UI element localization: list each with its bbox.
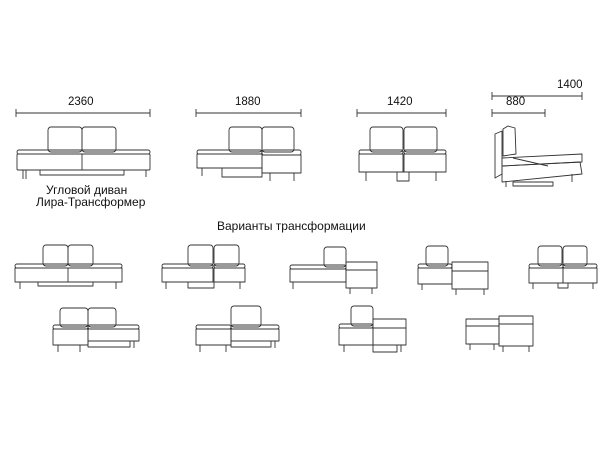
- sofa-top-1880: [196, 126, 302, 181]
- product-name-line1: Угловой диван: [46, 183, 128, 197]
- sofa-side-view: [494, 125, 583, 187]
- dimension-label-overall: 2360: [68, 96, 94, 108]
- dimension-label-side-depth: 1400: [557, 79, 583, 91]
- sofa-variant-r3-4: [465, 315, 534, 352]
- sofa-variant-r3-1: [52, 307, 140, 352]
- product-name-line2: Лира-Трансформер: [36, 195, 146, 209]
- sofa-variant-r2-3: [289, 246, 378, 294]
- sofa-top-2360: [16, 126, 151, 179]
- dimension-label-variant3: 1420: [387, 96, 413, 108]
- sofa-variant-r2-2: [161, 244, 246, 289]
- section-title: Варианты трансформации: [217, 219, 366, 233]
- dimension-lines: [15, 92, 583, 117]
- sofa-variant-r3-3: [338, 305, 407, 353]
- dimension-label-side-seat: 880: [506, 96, 526, 108]
- sofa-top-1420: [358, 126, 447, 182]
- sofa-variant-r2-4: [417, 245, 489, 295]
- sofa-variant-r2-1: [14, 244, 123, 289]
- sofa-variant-r2-5: [528, 245, 598, 289]
- sofa-variant-r3-2: [195, 305, 280, 352]
- dimension-label-variant2: 1880: [235, 96, 261, 108]
